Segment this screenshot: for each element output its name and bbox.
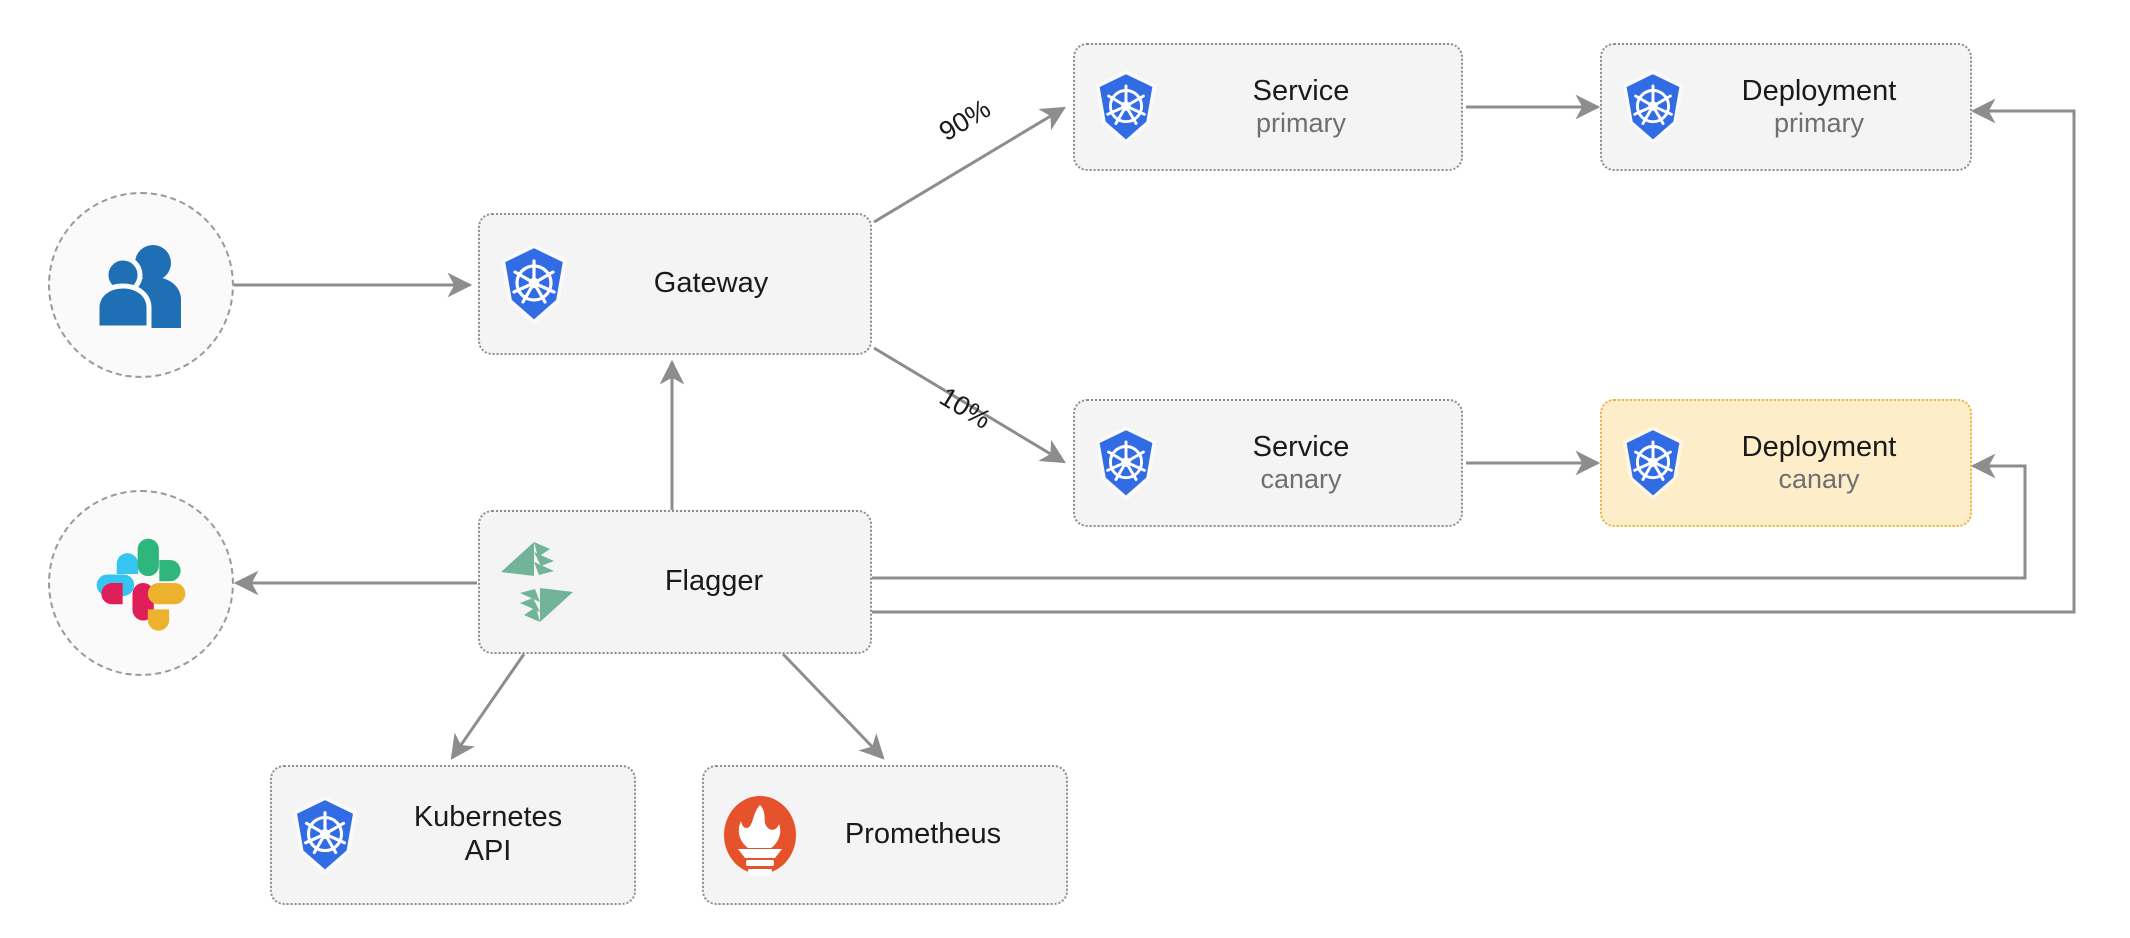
kubernetes-api-title-line2: API [464,835,512,867]
flagger-node[interactable]: Flagger [478,510,872,654]
service-primary-subtitle: primary [1255,108,1346,139]
service-canary-label-group: Service canary [1159,431,1443,496]
deployment-primary-label-group: Deployment primary [1686,75,1952,140]
edge-label-90-percent: 90% [933,93,996,147]
prometheus-icon [722,794,798,876]
kubernetes-icon [290,796,360,874]
gateway-title: Gateway [653,267,769,300]
gateway-label-group: Gateway [570,267,852,301]
kubernetes-icon [498,244,570,324]
prometheus-label-group: Prometheus [798,818,1048,852]
deployment-primary-node[interactable]: Deployment primary [1600,43,1972,171]
edge-label-10-percent: 10% [934,381,997,435]
service-primary-label-group: Service primary [1159,75,1443,140]
kubernetes-icon [1093,70,1159,144]
edge-flagger-to-prometheus [781,652,885,760]
edge-flagger-to-kubernetes-api [450,653,526,760]
kubernetes-icon [1620,70,1686,144]
deployment-canary-title: Deployment [1741,430,1897,463]
kubernetes-api-node[interactable]: Kubernetes API [270,765,636,905]
users-icon [89,242,193,328]
deployment-canary-subtitle: canary [1778,464,1860,495]
flagger-icon [498,536,576,628]
kubernetes-icon [1620,426,1686,500]
flagger-label-group: Flagger [576,565,852,599]
deployment-primary-title: Deployment [1741,74,1897,107]
flagger-title: Flagger [664,565,764,598]
slack-node[interactable] [48,490,234,676]
prometheus-title: Prometheus [844,818,1002,851]
prometheus-node[interactable]: Prometheus [702,765,1068,905]
kubernetes-api-title-line1: Kubernetes [413,801,563,834]
kubernetes-icon [1093,426,1159,500]
deployment-canary-label-group: Deployment canary [1686,431,1952,496]
service-canary-subtitle: canary [1260,464,1342,495]
service-primary-node[interactable]: Service primary [1073,43,1463,171]
service-canary-title: Service [1252,430,1350,463]
deployment-primary-subtitle: primary [1773,108,1864,139]
edge-flagger-to-deployment-primary [872,98,2076,614]
service-canary-node[interactable]: Service canary [1073,399,1463,527]
kubernetes-api-label-group: Kubernetes API [360,801,616,868]
gateway-node[interactable]: Gateway [478,213,872,355]
slack-icon [89,531,193,635]
users-node[interactable] [48,192,234,378]
deployment-canary-node[interactable]: Deployment canary [1600,399,1972,527]
service-primary-title: Service [1252,74,1350,107]
